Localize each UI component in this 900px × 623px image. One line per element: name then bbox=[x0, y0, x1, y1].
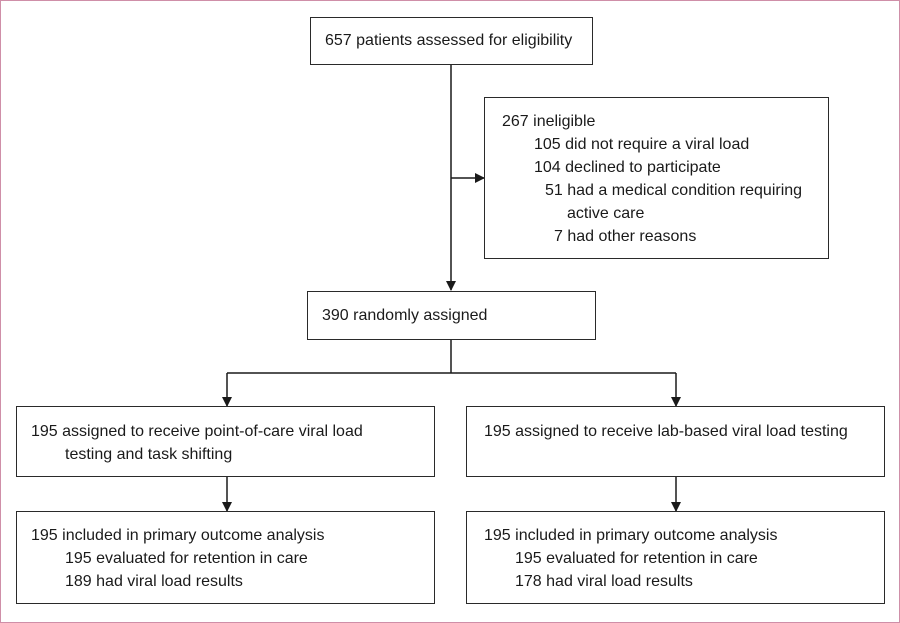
ineligible-reason: 104 declined to participate bbox=[534, 159, 721, 176]
right-assignment-line: 195 assigned to receive lab-based viral … bbox=[484, 423, 848, 440]
left-analysis-item: 195 evaluated for retention in care bbox=[65, 550, 308, 567]
right-analysis-title: 195 included in primary outcome analysis bbox=[484, 527, 778, 544]
left-assignment-line: 195 assigned to receive point-of-care vi… bbox=[31, 423, 363, 440]
left-analysis-box: 195 included in primary outcome analysis… bbox=[16, 511, 435, 604]
ineligible-reason: 51 had a medical condition requiring bbox=[545, 182, 803, 199]
randomised-label: 390 randomly assigned bbox=[322, 307, 488, 324]
left-analysis-title: 195 included in primary outcome analysis bbox=[31, 527, 325, 544]
right-assignment-box: 195 assigned to receive lab-based viral … bbox=[466, 406, 885, 477]
screening-box: 657 patients assessed for eligibility bbox=[310, 17, 593, 65]
left-analysis-item: 189 had viral load results bbox=[65, 573, 243, 590]
ineligible-title: 267 ineligible bbox=[502, 113, 596, 130]
left-assignment-box: 195 assigned to receive point-of-care vi… bbox=[16, 406, 435, 477]
left-assignment-line: testing and task shifting bbox=[65, 446, 233, 463]
right-analysis-item: 195 evaluated for retention in care bbox=[515, 550, 758, 567]
randomised-box: 390 randomly assigned bbox=[307, 291, 596, 340]
ineligible-reason-continuation: active care bbox=[567, 205, 645, 222]
right-analysis-box: 195 included in primary outcome analysis… bbox=[466, 511, 885, 604]
ineligible-reason: 7 had other reasons bbox=[554, 228, 697, 245]
ineligible-reason: 105 did not require a viral load bbox=[534, 136, 750, 153]
screening-label: 657 patients assessed for eligibility bbox=[325, 32, 573, 49]
ineligible-box: 267 ineligible 105 did not require a vir… bbox=[484, 97, 829, 259]
right-analysis-item: 178 had viral load results bbox=[515, 573, 693, 590]
